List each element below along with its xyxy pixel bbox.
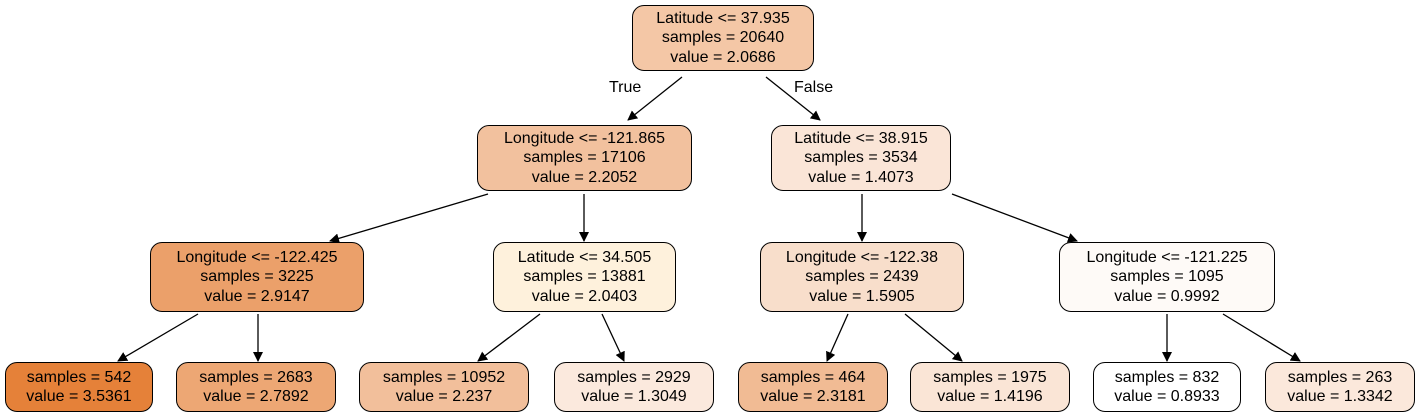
tree-leaf-1: samples = 542 value = 3.5361 bbox=[5, 362, 153, 412]
node-text-line: Latitude <= 38.915 bbox=[794, 129, 928, 147]
node-text-line: samples = 263 bbox=[1287, 368, 1393, 386]
tree-edge-arrow bbox=[1222, 313, 1301, 362]
tree-leaf-6: samples = 1975 value = 1.4196 bbox=[910, 362, 1070, 412]
node-text-line: Longitude <= -121.225 bbox=[1086, 248, 1248, 266]
node-text-line: Longitude <= -122.425 bbox=[176, 248, 338, 266]
node-text-line: samples = 3534 bbox=[804, 149, 918, 167]
tree-edge-arrow bbox=[627, 76, 683, 121]
node-text-line: samples = 542 bbox=[26, 368, 132, 386]
tree-leaf-5: samples = 464 value = 2.3181 bbox=[738, 362, 888, 412]
node-text-line: value = 2.0403 bbox=[531, 287, 638, 305]
node-text-line: samples = 2929 bbox=[577, 368, 691, 386]
false-edge-label: False bbox=[794, 79, 834, 96]
tree-leaf-4: samples = 2929 value = 1.3049 bbox=[554, 362, 714, 412]
true-edge-label: True bbox=[609, 79, 642, 96]
node-text-line: samples = 20640 bbox=[661, 29, 785, 47]
node-text-line: value = 3.5361 bbox=[26, 388, 132, 405]
node-text-line: value = 1.3342 bbox=[1287, 388, 1393, 405]
node-text-line: samples = 1095 bbox=[1110, 268, 1224, 286]
node-text-line: Longitude <= -121.865 bbox=[503, 129, 666, 147]
tree-edge-arrow bbox=[904, 313, 963, 362]
node-text-line: value = 1.3049 bbox=[581, 388, 687, 405]
tree-edge-arrow bbox=[765, 76, 821, 121]
node-text-line: samples = 464 bbox=[760, 368, 866, 386]
node-text-line: value = 0.9992 bbox=[1114, 287, 1220, 305]
node-text-line: value = 2.7892 bbox=[203, 388, 309, 405]
node-text-line: samples = 17106 bbox=[523, 149, 646, 167]
tree-edge-arrow bbox=[951, 193, 1078, 243]
node-text-line: value = 2.9147 bbox=[204, 287, 310, 305]
node-text-line: samples = 10952 bbox=[382, 368, 506, 386]
node-text-line: value = 2.0686 bbox=[670, 48, 776, 66]
node-text-line: Longitude <= -122.38 bbox=[785, 248, 939, 266]
node-text-line: Latitude <= 34.505 bbox=[517, 248, 652, 266]
tree-edge-arrow bbox=[117, 313, 199, 362]
tree-edge-arrow bbox=[826, 313, 849, 362]
node-text-line: Latitude <= 37.935 bbox=[656, 9, 790, 27]
node-text-line: value = 2.2052 bbox=[531, 168, 638, 186]
node-text-line: value = 1.4073 bbox=[808, 168, 914, 186]
node-text-line: value = 1.4196 bbox=[937, 388, 1043, 405]
node-text-line: samples = 2439 bbox=[805, 268, 919, 286]
tree-leaf-3: samples = 10952 value = 2.237 bbox=[359, 362, 529, 412]
tree-edge-arrow bbox=[477, 313, 541, 362]
node-text-line: samples = 832 bbox=[1114, 368, 1220, 386]
tree-leaf-2: samples = 2683 value = 2.7892 bbox=[176, 362, 336, 412]
tree-edge-arrow bbox=[329, 193, 489, 244]
node-text-line: samples = 1975 bbox=[933, 368, 1047, 386]
node-text-line: value = 1.5905 bbox=[809, 287, 915, 305]
tree-leaf-8: samples = 263 value = 1.3342 bbox=[1265, 362, 1415, 412]
node-text-line: value = 0.8933 bbox=[1114, 388, 1220, 405]
node-text-line: samples = 2683 bbox=[199, 368, 313, 386]
node-text-line: samples = 13881 bbox=[523, 268, 646, 286]
tree-leaf-7: samples = 832 value = 0.8933 bbox=[1093, 362, 1241, 412]
tree-edge-arrow bbox=[601, 313, 625, 362]
node-text-line: value = 2.237 bbox=[395, 388, 493, 405]
node-text-line: value = 2.3181 bbox=[760, 388, 866, 405]
node-text-line: samples = 3225 bbox=[200, 268, 314, 286]
